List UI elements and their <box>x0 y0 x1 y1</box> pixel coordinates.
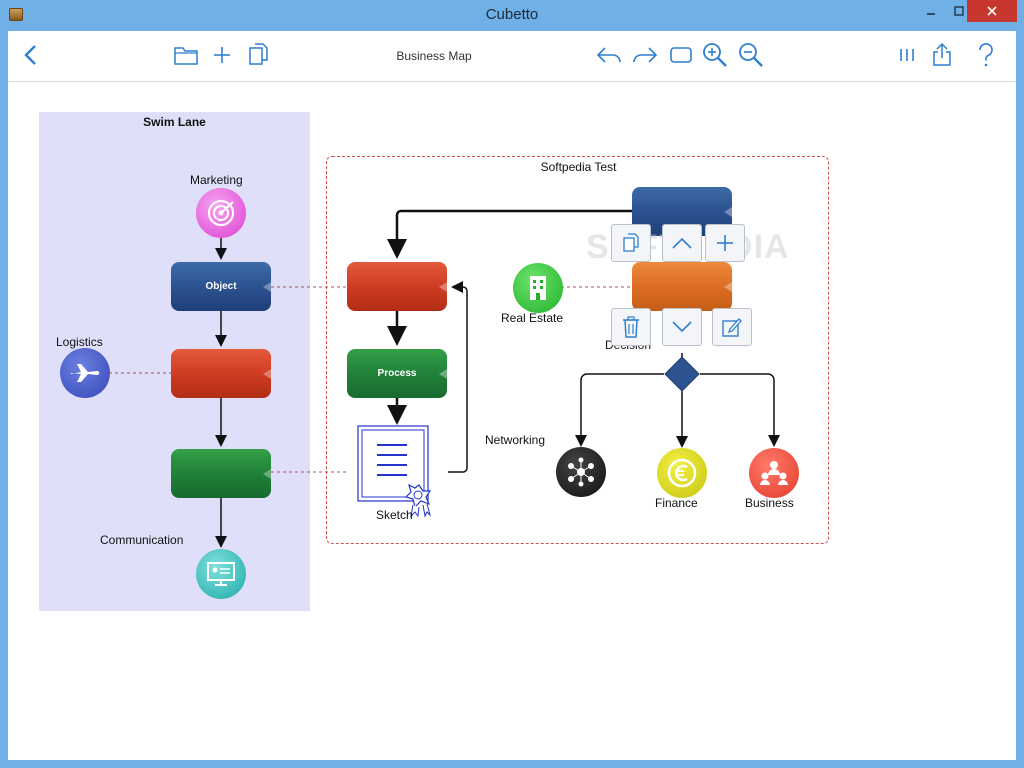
minimize-button[interactable] <box>917 0 945 22</box>
sketch-label: Sketch <box>376 508 413 522</box>
marketing-node[interactable] <box>196 188 246 238</box>
communication-label: Communication <box>100 533 184 547</box>
object-block[interactable]: Object <box>171 262 271 311</box>
airplane-icon <box>71 364 100 382</box>
open-folder-button[interactable] <box>171 40 201 70</box>
popover-delete-button[interactable] <box>611 308 651 346</box>
building-icon <box>530 276 546 300</box>
business-label: Business <box>745 496 794 510</box>
process-block[interactable]: Process <box>347 349 447 398</box>
certificate-icon <box>357 425 432 518</box>
swim-lane-title: Swim Lane <box>143 115 206 129</box>
share-icon <box>933 42 951 66</box>
chevron-left-icon <box>24 45 36 65</box>
diagram-canvas[interactable]: Swim Lane Softpedia Test <box>8 82 1016 760</box>
zoom-out-icon <box>739 43 763 67</box>
copy-document-icon <box>249 43 268 65</box>
marketing-label: Marketing <box>190 173 243 187</box>
close-button[interactable] <box>967 0 1017 22</box>
swim-lane-red-block[interactable] <box>171 349 271 398</box>
title-bar: Cubetto <box>0 0 1024 31</box>
folder-icon <box>174 47 198 65</box>
logistics-node[interactable] <box>60 348 110 398</box>
help-icon <box>979 43 993 67</box>
connector-sketch-red <box>448 281 468 473</box>
properties-icon <box>900 49 914 61</box>
group-container[interactable]: Softpedia Test <box>326 156 829 544</box>
back-button[interactable] <box>16 40 46 70</box>
window-title: Cubetto <box>485 6 539 23</box>
business-node[interactable] <box>749 448 799 498</box>
real-estate-label: Real Estate <box>501 311 564 325</box>
copy-icon <box>623 233 639 252</box>
networking-label: Networking <box>485 433 546 447</box>
chevron-down-icon <box>672 321 692 333</box>
decision-node[interactable] <box>664 356 700 392</box>
group-title: Softpedia Test <box>540 160 617 174</box>
chevron-up-icon <box>672 237 692 249</box>
euro-icon <box>667 458 697 488</box>
real-estate-node[interactable] <box>513 263 563 313</box>
popover-move-down-button[interactable] <box>662 308 702 346</box>
group-red-block[interactable] <box>347 262 447 311</box>
close-icon <box>987 6 997 16</box>
finance-node[interactable] <box>657 448 707 498</box>
zoom-in-icon <box>703 43 727 67</box>
logistics-label: Logistics <box>56 335 103 349</box>
popover-edit-button[interactable] <box>712 308 752 346</box>
connectors-layer <box>109 209 780 548</box>
diamond-icon <box>664 356 700 392</box>
app-icon <box>9 8 23 21</box>
edit-icon <box>722 318 742 337</box>
share-button[interactable] <box>927 40 957 70</box>
team-icon <box>760 461 788 485</box>
redo-icon <box>633 47 658 63</box>
target-icon <box>208 200 234 226</box>
add-icon <box>214 47 230 63</box>
redo-button[interactable] <box>630 40 660 70</box>
connector-blue-red <box>387 209 632 259</box>
fit-page-button[interactable] <box>666 40 696 70</box>
duplicate-button[interactable] <box>244 40 274 70</box>
zoom-out-button[interactable] <box>736 40 766 70</box>
network-icon <box>568 457 594 487</box>
communication-node[interactable] <box>196 549 246 599</box>
zoom-in-button[interactable] <box>700 40 730 70</box>
minimize-icon <box>927 13 935 15</box>
document-title: Business Map <box>396 49 472 63</box>
popover-copy-button[interactable] <box>611 224 651 262</box>
add-button[interactable] <box>207 40 237 70</box>
sketch-node[interactable] <box>355 423 435 518</box>
maximize-icon <box>954 6 964 16</box>
client-area: Business Map <box>8 31 1016 760</box>
toolbar: Business Map <box>8 31 1016 82</box>
presentation-icon <box>207 562 235 586</box>
help-button[interactable] <box>971 40 1001 70</box>
networking-node[interactable] <box>556 447 606 497</box>
properties-button[interactable] <box>892 40 922 70</box>
undo-button[interactable] <box>594 40 624 70</box>
finance-label: Finance <box>655 496 698 510</box>
connector-decision-networking <box>575 373 664 447</box>
popover-add-button[interactable] <box>705 224 745 262</box>
connector-decision-business <box>700 373 780 447</box>
fit-page-icon <box>670 47 692 63</box>
undo-icon <box>596 47 621 63</box>
popover-move-up-button[interactable] <box>662 224 702 262</box>
trash-icon <box>623 316 639 338</box>
swim-lane-green-block[interactable] <box>171 449 271 498</box>
add-icon <box>717 235 733 251</box>
maximize-button[interactable] <box>945 0 973 22</box>
orange-block[interactable] <box>632 262 732 311</box>
